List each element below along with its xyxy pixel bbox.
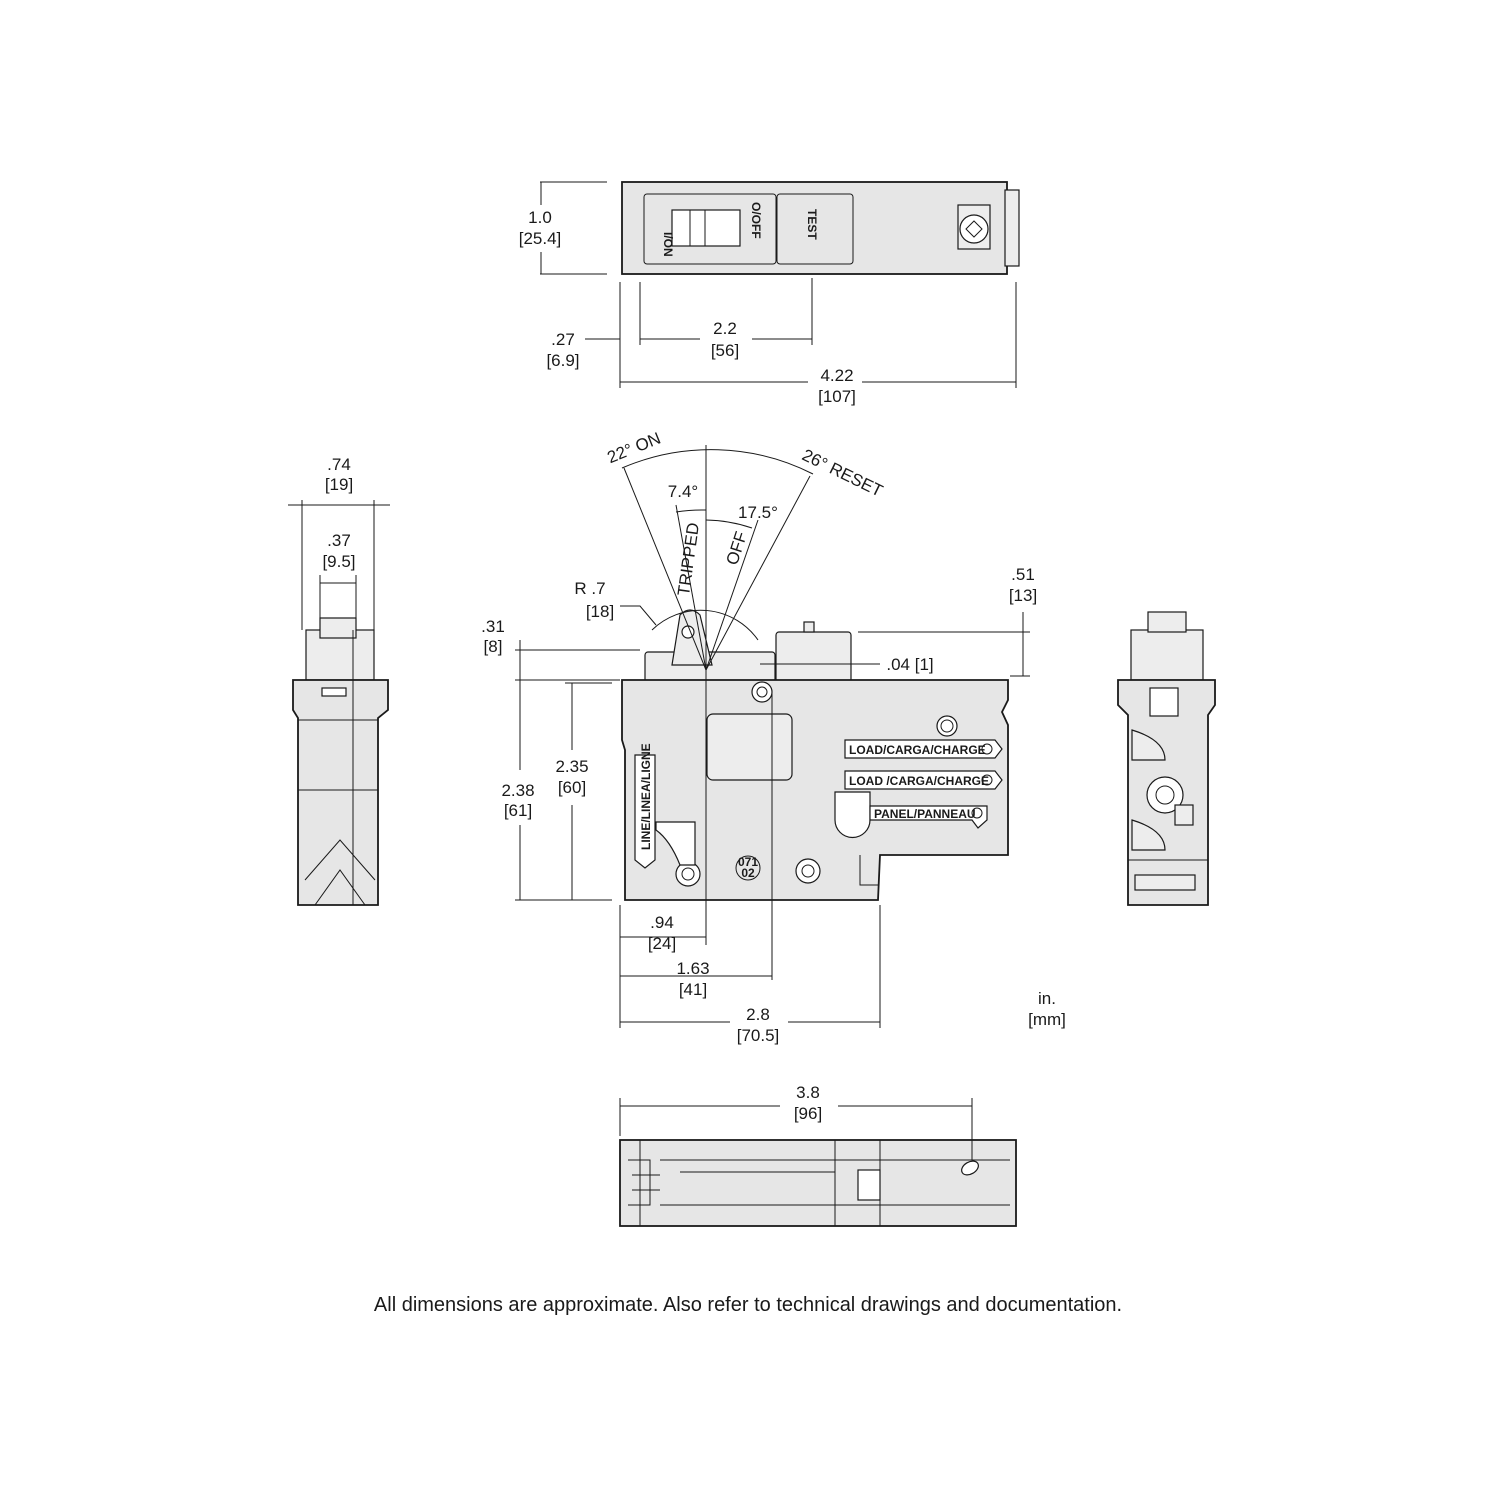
bottom-length-dim: 3.8 [796, 1083, 820, 1102]
top-dim: .51 [1011, 565, 1035, 584]
screw-icon [961, 1160, 979, 1176]
stamp-bottom: 02 [741, 866, 755, 880]
inner-dim-mm: [9.5] [322, 552, 355, 571]
load-terminal-label: LOAD/CARGA/CHARGE [849, 743, 986, 757]
top-dim-mm: [13] [1009, 586, 1037, 605]
off-angle: 17.5° [738, 503, 778, 522]
off-position-label: OFF [722, 529, 751, 567]
width-dim-mm: [19] [325, 475, 353, 494]
radius-dim-mm: [18] [586, 602, 614, 621]
length-dim: 4.22 [820, 366, 853, 385]
d1-dim: .94 [650, 913, 674, 932]
units-mm: [mm] [1028, 1010, 1066, 1029]
date-stamp [735, 855, 761, 881]
panel-neutral-label: PANEL/PANNEAU [874, 807, 976, 821]
tripped-label: TRIPPED [674, 521, 703, 597]
stamp-top: 071 [738, 855, 758, 869]
height-dim: 2.38 [501, 781, 534, 800]
load-neutral-label: LOAD /CARGA/CHARGE [849, 774, 989, 788]
length-dim-mm: [107] [818, 387, 856, 406]
left-side-view: .74 [19] .37 [9.5] [288, 455, 390, 906]
handle-dim-mm: [8] [484, 637, 503, 656]
tripped-angle: 7.4° [668, 482, 698, 501]
line-terminal-label: LINE/LINEA/LIGNE [639, 743, 653, 850]
radius-dim: R .7 [574, 579, 605, 598]
body-height-dim-mm: [60] [558, 778, 586, 797]
screw-icon [1155, 785, 1175, 805]
d1-dim-mm: [24] [648, 934, 676, 953]
d2-dim: 1.63 [676, 959, 709, 978]
offset-dim-mm: [6.9] [546, 351, 579, 370]
bottom-length-dim-mm: [96] [794, 1104, 822, 1123]
width-dim: .74 [327, 455, 351, 474]
neutral-symbol-icon [981, 774, 993, 786]
right-side-view [1117, 611, 1216, 906]
on-label: I/ON [661, 232, 675, 257]
top-view: I/ON O/OFF TEST 1.0 [25.4] .27 [6.9] 2.2… [519, 181, 1020, 406]
span-dim: 2.2 [713, 319, 737, 338]
screw-icon [959, 214, 989, 244]
body-height-dim: 2.35 [555, 757, 588, 776]
inner-dim: .37 [327, 531, 351, 550]
height-dim-mm: [61] [504, 801, 532, 820]
units-in: in. [1038, 989, 1056, 1008]
bottom-view: 3.8 [96] [619, 1083, 1017, 1227]
off-label: O/OFF [749, 202, 763, 239]
span-dim-mm: [56] [711, 341, 739, 360]
d3-dim: 2.8 [746, 1005, 770, 1024]
footer-note: All dimensions are approximate. Also ref… [374, 1294, 1122, 1316]
neutral-symbol-icon [971, 807, 983, 819]
handle-dim: .31 [481, 617, 505, 636]
line-symbol-icon [981, 743, 993, 755]
d3-dim-mm: [70.5] [737, 1026, 780, 1045]
gap-dim: .04 [1] [886, 655, 933, 674]
on-angle: 22° ON [604, 429, 663, 468]
height-dim: 1.0 [528, 208, 552, 227]
offset-dim: .27 [551, 330, 575, 349]
test-label: TEST [805, 209, 819, 240]
height-dim-mm: [25.4] [519, 229, 562, 248]
front-view: LINE/LINEA/LIGNE LOAD/CARGA/CHARGE LOAD … [481, 429, 1066, 1045]
d2-dim-mm: [41] [679, 980, 707, 999]
